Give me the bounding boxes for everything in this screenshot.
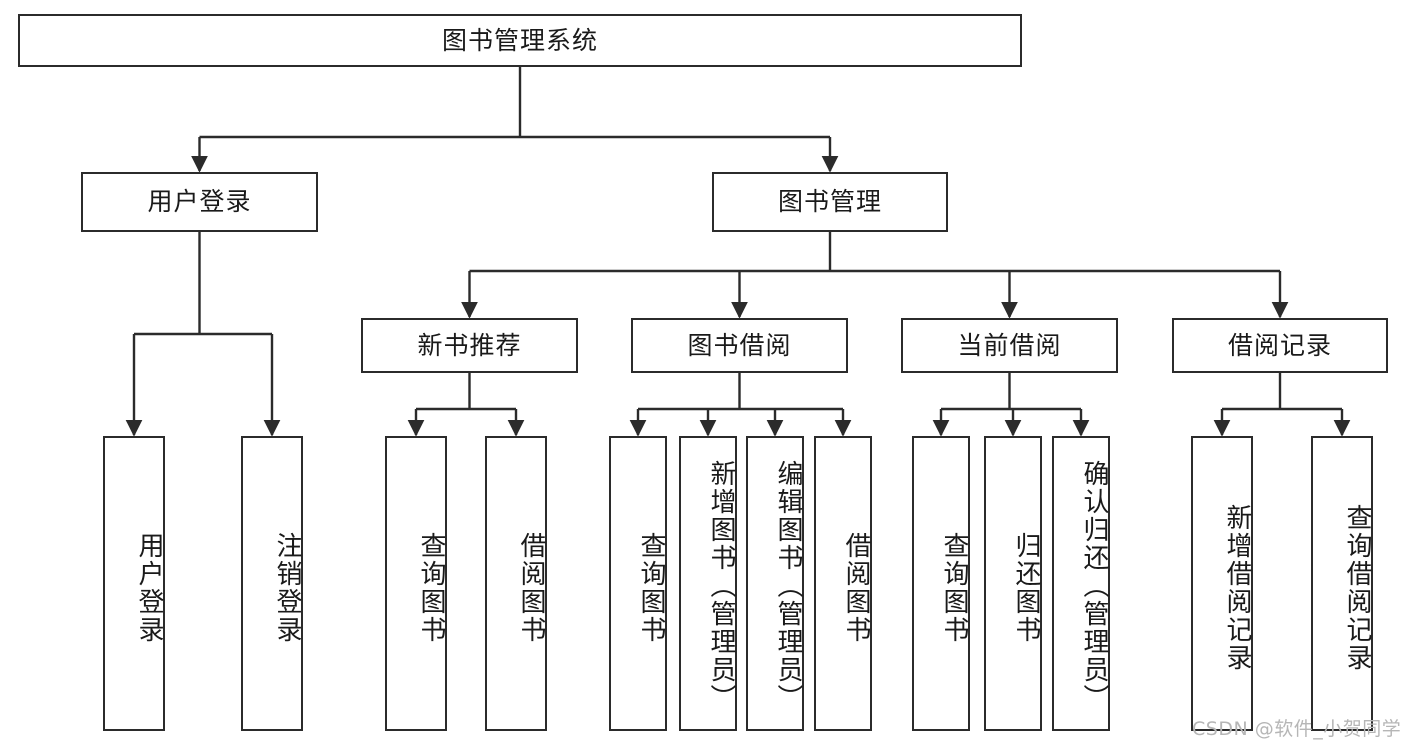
leaf-confirm-return-admin[interactable]: 确认归还（管理员）	[1052, 436, 1110, 731]
leaf-add-book-admin-label: 新增图书（管理员）	[706, 459, 736, 712]
leaf-query-book-1[interactable]: 查询图书	[385, 436, 447, 731]
node-book-borrow[interactable]: 图书借阅	[631, 318, 848, 373]
leaf-borrow-book-1-label: 借阅图书	[516, 531, 546, 644]
leaf-query-book-1-label: 查询图书	[416, 531, 446, 644]
leaf-return-book-label: 归还图书	[1011, 531, 1041, 644]
leaf-user-login-label: 用户登录	[134, 531, 164, 644]
leaf-borrow-book-1[interactable]: 借阅图书	[485, 436, 547, 731]
node-user-login[interactable]: 用户登录	[81, 172, 318, 232]
leaf-query-book-3-label: 查询图书	[939, 531, 969, 644]
node-book-manage[interactable]: 图书管理	[712, 172, 948, 232]
node-new-book-recommend[interactable]: 新书推荐	[361, 318, 578, 373]
node-current-borrow[interactable]: 当前借阅	[901, 318, 1118, 373]
node-borrow-record[interactable]: 借阅记录	[1172, 318, 1388, 373]
leaf-user-logout-label: 注销登录	[272, 531, 302, 644]
node-root[interactable]: 图书管理系统	[18, 14, 1022, 67]
leaf-edit-book-admin[interactable]: 编辑图书（管理员）	[746, 436, 804, 731]
leaf-add-borrow-record[interactable]: 新增借阅记录	[1191, 436, 1253, 731]
node-user-login-label: 用户登录	[147, 187, 252, 217]
leaf-return-book[interactable]: 归还图书	[984, 436, 1042, 731]
node-book-borrow-label: 图书借阅	[687, 330, 792, 360]
leaf-user-logout[interactable]: 注销登录	[241, 436, 303, 731]
leaf-query-book-2-label: 查询图书	[636, 531, 666, 644]
leaf-borrow-book-2-label: 借阅图书	[841, 531, 871, 644]
leaf-user-login[interactable]: 用户登录	[103, 436, 165, 731]
csdn-watermark: CSDN @软件_小贺同学	[1192, 718, 1402, 740]
node-new-book-recommend-label: 新书推荐	[417, 330, 522, 360]
leaf-query-book-3[interactable]: 查询图书	[912, 436, 970, 731]
leaf-add-borrow-record-label: 新增借阅记录	[1222, 503, 1252, 672]
leaf-confirm-return-admin-label: 确认归还（管理员）	[1079, 459, 1109, 712]
leaf-add-book-admin[interactable]: 新增图书（管理员）	[679, 436, 737, 731]
node-book-manage-label: 图书管理	[777, 187, 882, 217]
node-current-borrow-label: 当前借阅	[957, 330, 1062, 360]
leaf-borrow-book-2[interactable]: 借阅图书	[814, 436, 872, 731]
node-borrow-record-label: 借阅记录	[1227, 330, 1332, 360]
leaf-query-borrow-record-label: 查询借阅记录	[1342, 503, 1372, 672]
leaf-edit-book-admin-label: 编辑图书（管理员）	[773, 459, 803, 712]
node-root-label: 图书管理系统	[441, 25, 598, 55]
leaf-query-book-2[interactable]: 查询图书	[609, 436, 667, 731]
leaf-query-borrow-record[interactable]: 查询借阅记录	[1311, 436, 1373, 731]
